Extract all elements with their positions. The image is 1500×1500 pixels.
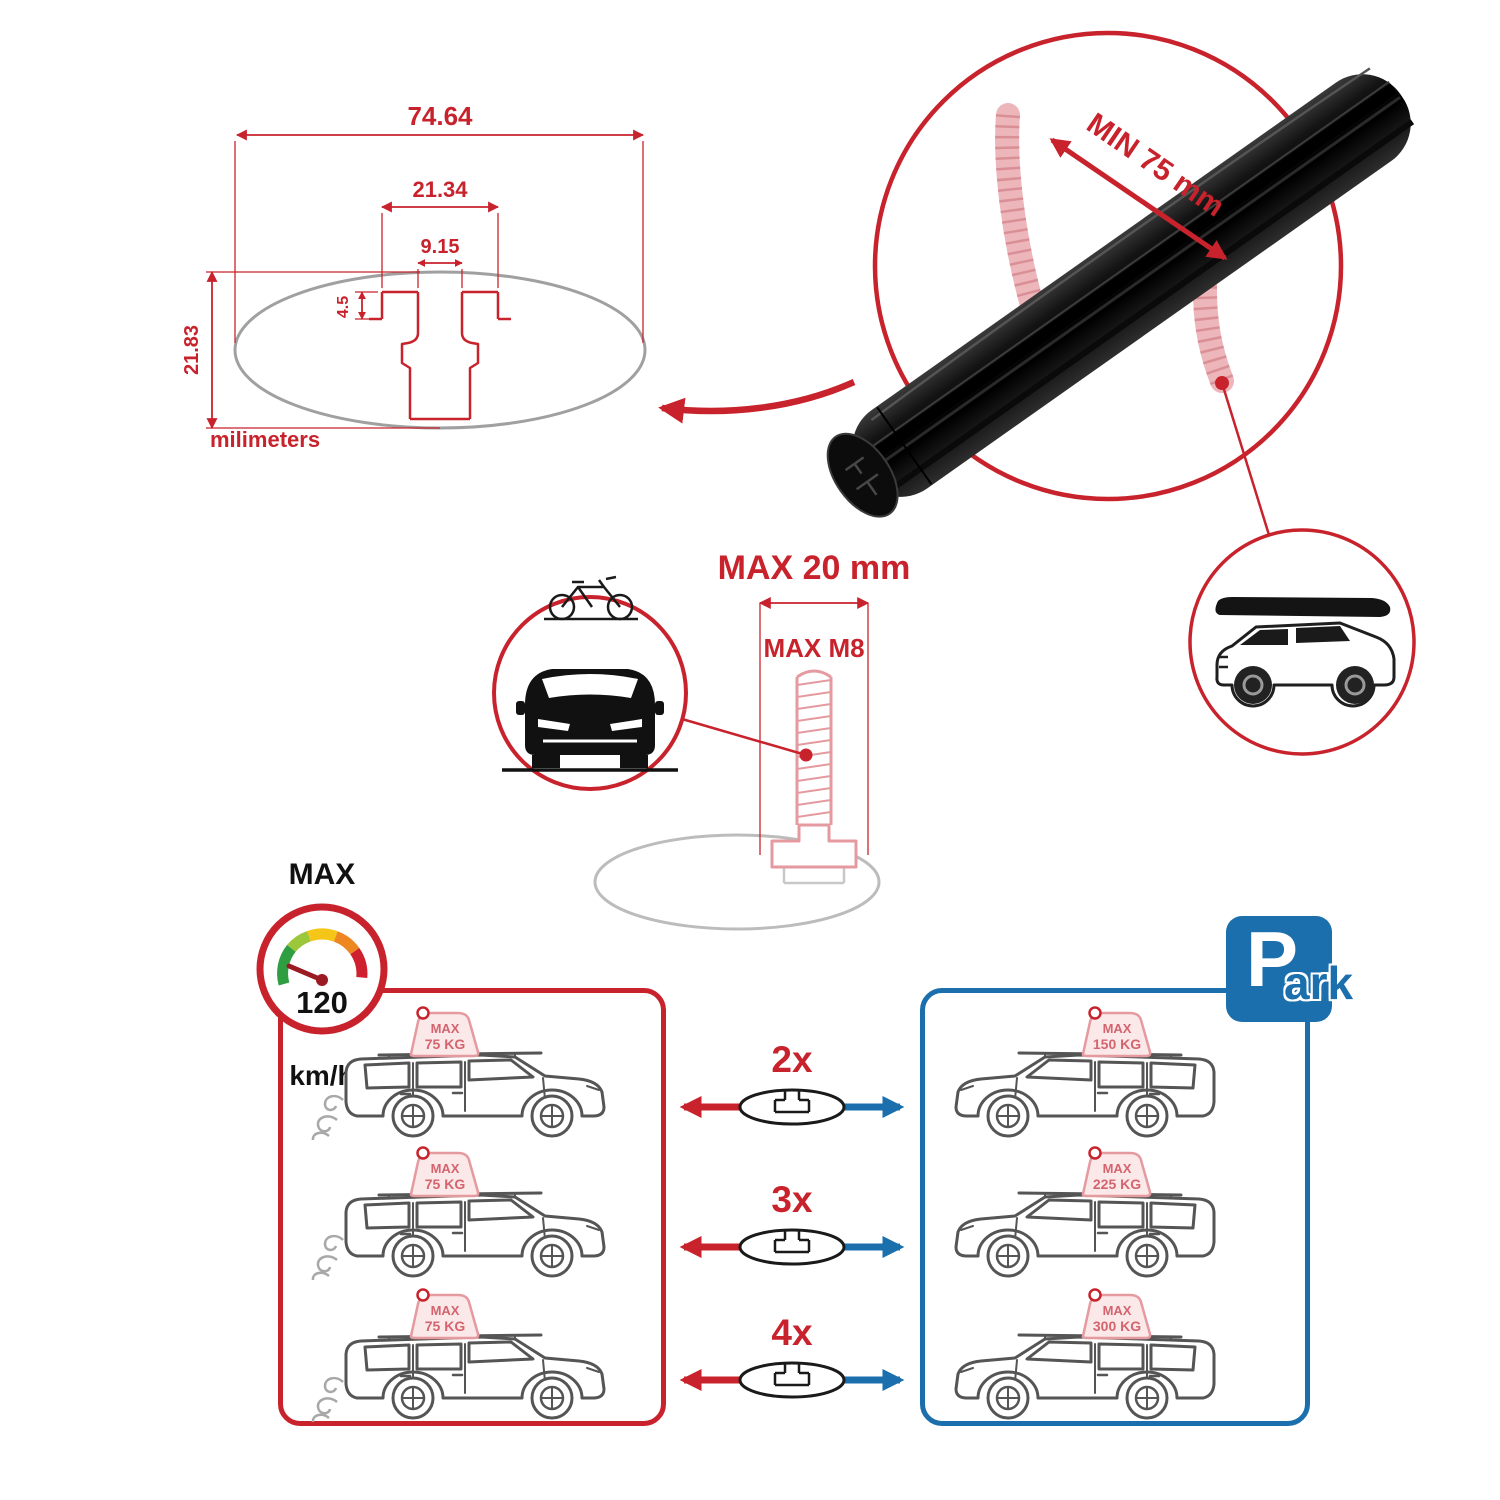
load-badge-value: 75 KG [425, 1176, 466, 1192]
suv-side-icon [346, 1053, 604, 1136]
gauge-arc [277, 928, 368, 986]
dim-total-width-label: 74.64 [407, 101, 473, 131]
dim-lip-height-label: 4.5 [335, 296, 352, 318]
park-sign-suffix: ark [1284, 957, 1354, 1009]
bar-end-cap [826, 432, 899, 518]
dim-total-height-label: 21.83 [181, 325, 203, 375]
dim-units-label: milimeters [210, 427, 320, 452]
suv-side-icon [346, 1335, 604, 1418]
t-bolt-icon [770, 669, 858, 869]
crossbar-section-icon [738, 1361, 846, 1399]
load-badge-value: 225 KG [1093, 1176, 1141, 1192]
park-sign-letter: P [1246, 915, 1299, 1003]
driving-car-row-1: MAX 75 KG [311, 1006, 625, 1141]
bolt-max-width-label: MAX 20 mm [718, 549, 911, 587]
load-badge-title: MAX [1103, 1303, 1132, 1318]
dim-slot-width-label: 21.34 [412, 177, 468, 202]
parked-car-row-3: MAX 300 KG [935, 1288, 1255, 1424]
crossbar-section-icon [738, 1088, 846, 1126]
driving-car-row-2: MAX 75 KG [311, 1146, 625, 1281]
suv-side-icon [956, 1053, 1214, 1136]
load-badge-value: 150 KG [1093, 1036, 1141, 1052]
bar-count-label: 2x [771, 1039, 813, 1080]
bar-count-arrows: 2x 3x 4x [679, 1039, 905, 1399]
load-badge: MAX 75 KG [409, 1006, 480, 1058]
dim-inner-width-label: 9.15 [421, 236, 460, 258]
suv-roofbox-icon [1188, 528, 1416, 756]
parked-car-row-1: MAX 150 KG [935, 1006, 1255, 1142]
slot-ellipse-ghost [593, 833, 881, 931]
load-badge: MAX 75 KG [409, 1146, 480, 1198]
crossbar-section-icon [738, 1228, 846, 1266]
crossbar-render: MIN 75 mm [826, 30, 1416, 756]
speed-unit-label: km/h [289, 1060, 355, 1091]
bolt-diagram-drawing: MAX 20 mm MAX M8 [593, 549, 910, 931]
parked-load-box [920, 988, 1310, 1426]
load-badge-title: MAX [431, 1303, 460, 1318]
crossbar-profile-outline [369, 290, 511, 421]
bar-count-row-2: 3x [679, 1179, 905, 1266]
dimension-lines [206, 129, 645, 430]
load-badge-value: 300 KG [1093, 1318, 1141, 1334]
speed-max-title: MAX [252, 858, 392, 891]
min-span-arrow [1049, 137, 1228, 261]
speed-value-label: 120 [296, 985, 348, 1020]
load-badge-title: MAX [1103, 1161, 1132, 1176]
load-badge: MAX 75 KG [409, 1288, 480, 1340]
section-dimension-diagram: 74.64 21.34 9.15 4.5 21.83 milimeters [170, 95, 690, 465]
bicycle-icon [544, 575, 638, 621]
speed-unit-title: km/h [252, 1060, 392, 1091]
park-sign: P ark [1226, 915, 1353, 1022]
exhaust-smoke-icon [311, 1234, 344, 1281]
load-badge-title: MAX [431, 1161, 460, 1176]
parked-car-row-2: MAX 225 KG [935, 1146, 1255, 1282]
load-badge: MAX 300 KG [1081, 1288, 1152, 1340]
bar-section-ellipse [233, 270, 647, 430]
speedometer-ring [256, 903, 388, 1035]
section-crossbar-detail: MIN 75 mm [820, 15, 1470, 760]
speed-max-label: MAX [288, 858, 356, 891]
load-badge: MAX 150 KG [1081, 1006, 1152, 1058]
section-bolt-spec: MAX 20 mm MAX M8 [580, 545, 910, 945]
min-span-label: MIN 75 mm [1081, 107, 1230, 224]
driving-car-row-3: MAX 75 KG [311, 1288, 625, 1423]
suv-side-icon [346, 1193, 604, 1276]
bolt-callout-line [681, 717, 807, 757]
load-badge-title: MAX [431, 1021, 460, 1036]
detail-circle [872, 30, 1344, 502]
bar-count-row-3: 4x [679, 1312, 905, 1399]
callout-line [1220, 382, 1271, 536]
dimension-diagram-drawing: 74.64 21.34 9.15 4.5 21.83 milimeters [181, 101, 647, 452]
gauge-pivot [316, 974, 328, 986]
car-front-circle [492, 575, 688, 791]
bar-count-label: 3x [771, 1179, 813, 1220]
speedometer-icon: 120 [256, 903, 388, 1035]
suv-side-icon [956, 1193, 1214, 1276]
load-badge: MAX 225 KG [1081, 1146, 1152, 1198]
load-badge-title: MAX [1103, 1021, 1132, 1036]
driving-load-box [278, 988, 666, 1426]
pointer-arrow-icon [658, 379, 856, 424]
suv-side-icon [956, 1335, 1214, 1418]
load-badge-value: 75 KG [425, 1318, 466, 1334]
bar-count-row-1: 2x [679, 1039, 905, 1126]
exhaust-smoke-icon [311, 1376, 344, 1423]
bar-count-label: 4x [771, 1312, 813, 1353]
exhaust-smoke-icon [311, 1094, 344, 1141]
car-front-icon [502, 669, 678, 772]
load-badge-value: 75 KG [425, 1036, 466, 1052]
bolt-max-thread-label: MAX M8 [763, 633, 864, 663]
section-vehicle-compat [480, 555, 710, 805]
